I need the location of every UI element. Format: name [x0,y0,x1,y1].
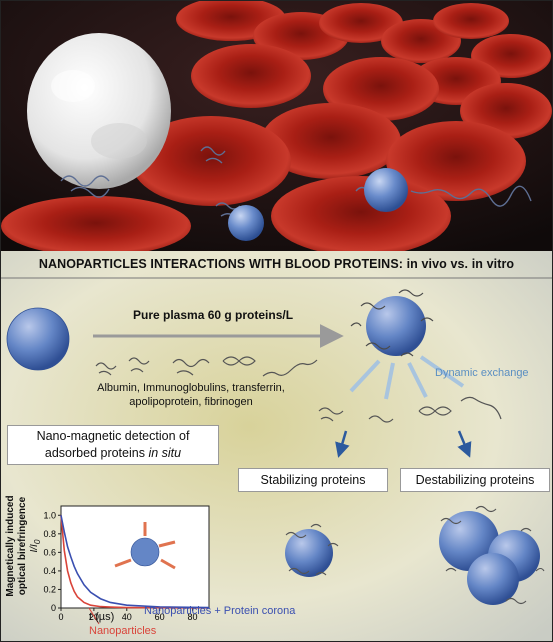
released-proteins [318,396,502,423]
arrow-to-stabilizing [335,430,350,458]
dynamic-exchange-label: Dynamic exchange [435,367,529,379]
dynamic-exchange-arrows [349,355,465,400]
nano-detection-line2: adsorbed proteins in situ [8,445,218,462]
plasma-label: Pure plasma 60 g proteins/L [133,308,294,322]
birefringence-plot: 0 0.2 0.4 0.6 0.8 1.0 0 20 40 60 80 [43,505,210,625]
y-tick-label: 0.6 [43,547,56,557]
y-tick-label: 0.4 [43,566,56,576]
white-blood-cell [27,33,171,189]
y-tick-label: 0.2 [43,584,56,594]
plot-ylabel-sub-index: 0 [32,539,42,545]
plot-xlabel: t (µs) [89,611,115,623]
x-tick-label: 80 [188,612,198,622]
arrow-to-destabilizing [457,430,472,458]
plot-ylabel-line2: optical birefringence [17,496,28,596]
x-tick-label: 0 [58,612,63,622]
inset-nanoparticle [114,522,176,570]
stabilizing-proteins-box: Stabilizing proteins [238,468,388,492]
rbc [261,103,401,179]
stabilized-nanoparticle [285,523,339,577]
x-ticks: 0 20 40 60 80 [58,608,198,622]
nanoparticle [228,205,264,241]
x-tick-label: 20 [89,612,99,622]
y-ticks: 0 0.2 0.4 0.6 0.8 1.0 [43,510,61,613]
plot-ylabel-line1: Magnetically induced [5,495,16,597]
rbc [191,44,311,108]
protein-list: Albumin, Immunoglobulins, transferrin, a… [71,381,311,409]
rbc [433,3,509,39]
y-tick-label: 1.0 [43,510,56,520]
figure-heading: NANOPARTICLES INTERACTIONS WITH BLOOD PR… [38,257,515,271]
rbc [386,121,526,201]
y-tick-label: 0.8 [43,529,56,539]
protein-list-line1: Albumin, Immunoglobulins, transferrin, [97,382,285,394]
series-line [60,515,210,609]
npc-leader [144,605,156,609]
np-leader [88,607,100,625]
rbc [1,196,191,251]
x-tick-label: 40 [122,612,132,622]
blood-scene-illustration [1,1,552,251]
plot-ylabel: Magnetically induced optical birefringen… [5,491,43,601]
legend-nanoparticles: Nanoparticles [89,625,157,637]
rbc [131,116,291,206]
nano-detection-plain: adsorbed proteins [44,446,149,460]
protein-icons [95,356,318,377]
series-line [60,515,210,609]
plot-ylabel-sub: I/I0 [29,491,43,601]
coated-nanoparticle [350,289,434,357]
rbc [319,3,403,43]
nano-detection-box: Nano-magnetic detection of adsorbed prot… [7,425,219,465]
y-tick-label: 0 [51,603,56,613]
aggregated-nanoparticles [439,505,545,605]
nano-detection-italic: in situ [148,446,182,460]
bare-nanoparticle [6,307,70,371]
nano-detection-line1: Nano-magnetic detection of [36,429,190,443]
protein-list-line2: apolipoprotein, fibrinogen [129,396,253,408]
x-tick-label: 60 [155,612,165,622]
destabilizing-proteins-box: Destabilizing proteins [400,468,550,492]
nanoparticle [364,168,408,212]
legend-nanoparticles-corona: Nanoparticles + Protein corona [144,605,296,617]
red-blood-cells [1,1,552,251]
plot-lines [60,515,210,609]
plot-ylabel-sub-text: I/I [29,544,40,553]
